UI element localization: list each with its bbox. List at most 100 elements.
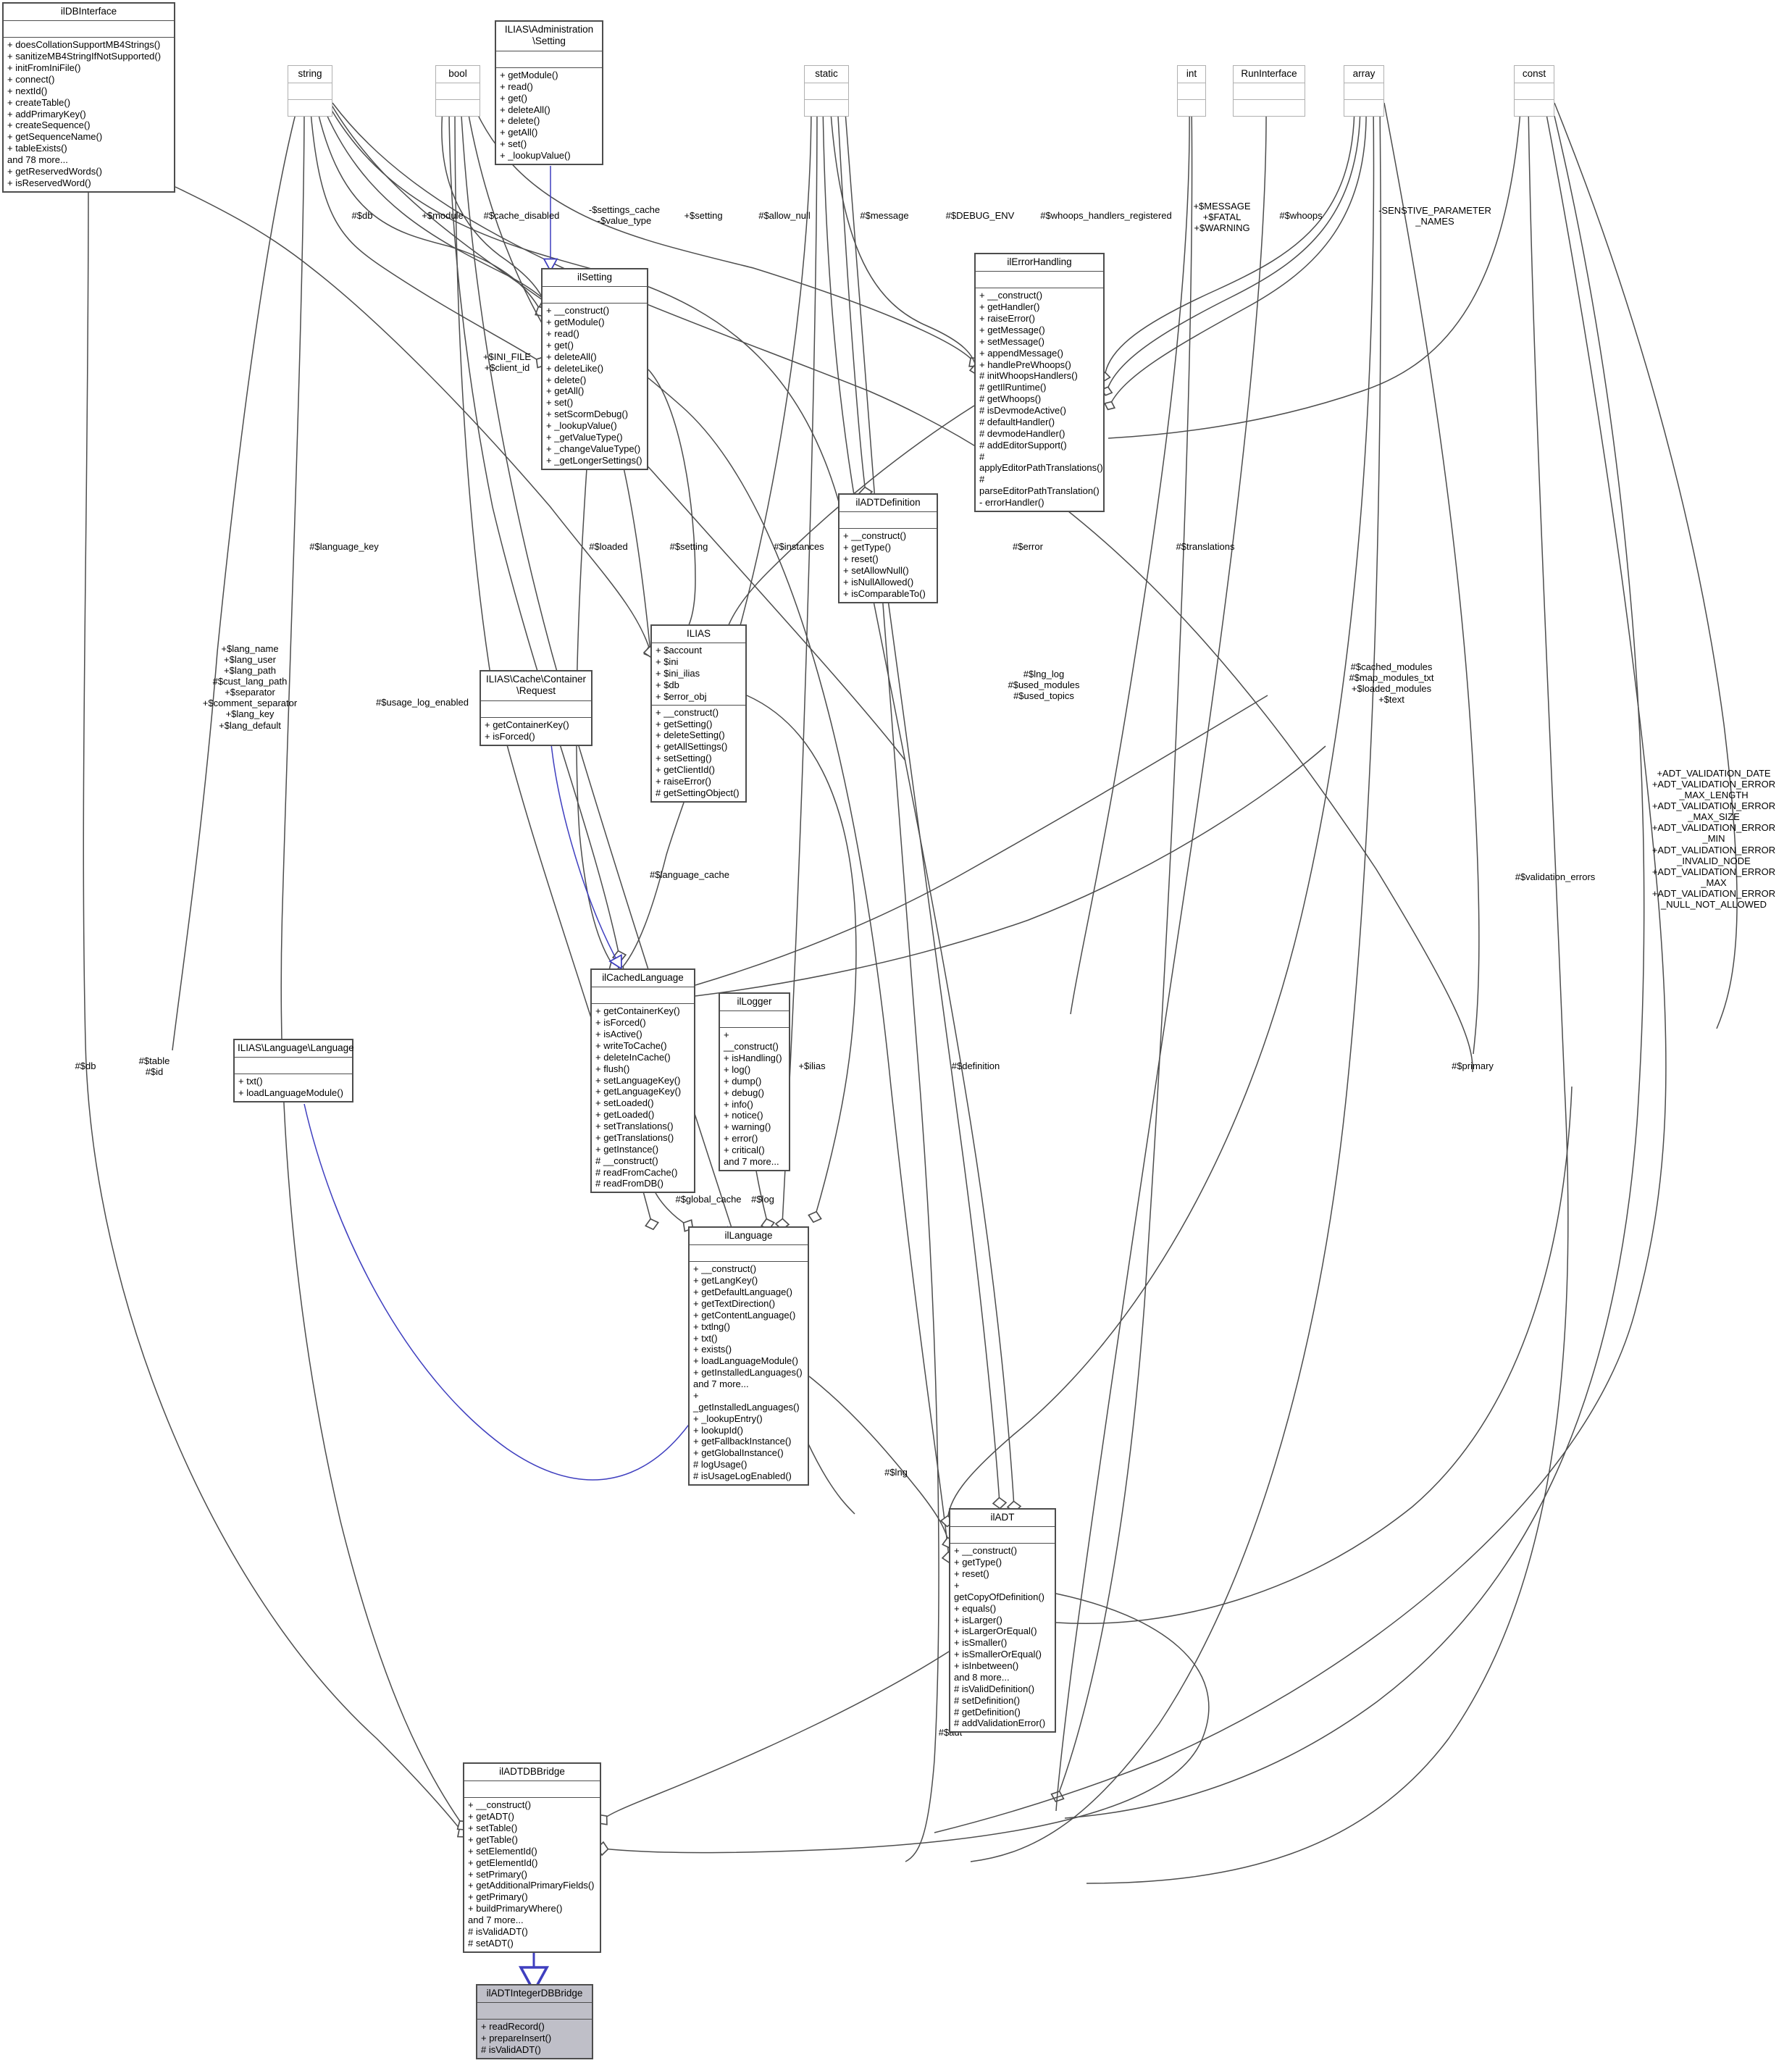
edge-label-ini-file-client-id: +$INI_FILE +$client_id [482,351,532,374]
uml-class-bool[interactable]: bool [435,65,480,117]
uml-class-ilCachedLanguage[interactable]: ilCachedLanguage + getContainerKey() + i… [590,968,695,1194]
divider [436,99,480,101]
class-title: static [815,68,838,79]
uml-class-ilADTDefinition[interactable]: ilADTDefinition + __construct() + getTyp… [838,493,938,603]
class-operations [1344,100,1383,116]
class-operations: + getContainerKey() + isForced() [485,719,569,742]
class-title: ilADTDBBridge [499,1766,565,1777]
uml-class-ilADT[interactable]: ilADT + __construct() + getType() + rese… [949,1508,1056,1733]
class-title: ilCachedLanguage [602,972,684,983]
class-operations: + __construct() + getType() + reset() + … [843,530,926,599]
class-title: ilLogger [737,996,772,1007]
class-title: ILIAS\Cache\Container \Request [485,674,587,697]
edge-label-lng-log: #$lng_log #$used_modules #$used_topics [1008,669,1080,702]
class-attributes [805,83,848,99]
divider [1515,99,1554,101]
class-title: ILIAS\Administration \Setting [504,24,594,47]
edge-label-senstive-parameter-names: -SENSTIVE_PARAMETER _NAMES [1378,205,1491,227]
class-operations [1178,100,1205,116]
class-title: ilADTIntegerDBBridge [486,1988,583,1999]
edge-label-cached-modules: #$cached_modules #$map_modules_txt +$loa… [1349,661,1434,706]
edge-label-loaded: #$loaded [589,541,628,552]
class-attributes [543,287,647,303]
class-title: ilADTDefinition [855,497,921,508]
edge-label-language-cache: #$language_cache [650,869,729,880]
uml-class-ilias-cache-container-request[interactable]: ILIAS\Cache\Container \Request + getCont… [480,670,593,746]
edge-label-debug-env: #$DEBUG_ENV [945,210,1015,221]
uml-class-ilADTIntegerDBBridge[interactable]: ilADTIntegerDBBridge + readRecord() + pr… [476,1984,593,2060]
edge-label-message-fatal-warning: +$MESSAGE +$FATAL +$WARNING [1193,201,1251,234]
edge-label-setting: +$setting [684,210,723,221]
class-attributes [4,21,174,37]
edge-label-whoops-handlers-registered: #$whoops_handlers_registered [1040,210,1172,221]
class-operations [805,100,848,116]
class-title: ilLanguage [724,1230,773,1241]
edge-label-language-key: #$language_key [309,541,379,552]
class-attributes [720,1011,789,1027]
class-operations: + txt() + loadLanguageModule() [238,1076,343,1099]
divider [1234,99,1305,101]
class-operations [436,100,480,116]
uml-class-int[interactable]: int [1177,65,1206,117]
class-title: const [1522,68,1546,79]
class-operations: + __construct() + getModule() + read() +… [546,305,642,466]
class-attributes [288,83,332,99]
divider [477,2019,592,2020]
uml-class-const[interactable]: const [1514,65,1554,117]
edge-label-ilias: +$ilias [798,1060,826,1071]
uml-class-string[interactable]: string [288,65,332,117]
class-attributes [464,1781,600,1797]
class-title: ILIAS [686,628,711,639]
class-attributes [592,987,694,1003]
divider [464,1797,600,1799]
uml-class-ilDBInterface[interactable]: ilDBInterface + doesCollationSupportMB4S… [2,2,175,193]
edge-label-db-left: #$db [75,1060,96,1071]
uml-class-ILIAS[interactable]: ILIAS + $account + $ini + $ini_ilias + $… [650,624,747,803]
class-title: ilADT [990,1512,1015,1523]
edge-label-definition: #$definition [951,1060,1000,1071]
uml-class-ilias-language-language[interactable]: ILIAS\Language\Language + txt() + loadLa… [233,1039,354,1103]
edge-label-settings-cache: -$settings_cache -$value_type [588,204,661,227]
class-attributes [1178,83,1205,99]
class-operations: + __construct() + getADT() + setTable() … [468,1799,595,1949]
class-title: bool [448,68,467,79]
edge-label-db-top: #$db [351,210,373,221]
uml-class-array[interactable]: array [1344,65,1384,117]
class-operations: + readRecord() + prepareInsert() # isVal… [481,2021,552,2056]
class-title: string [298,68,322,79]
uml-class-ilLanguage[interactable]: ilLanguage + __construct() + getLangKey(… [688,1226,809,1486]
edge-label-allow-null: #$allow_null [758,210,811,221]
uml-class-ilias-administration-setting[interactable]: ILIAS\Administration \Setting + getModul… [495,20,603,165]
uml-class-ilSetting[interactable]: ilSetting + __construct() + getModule() … [541,268,648,470]
class-operations: + doesCollationSupportMB4Strings() + san… [7,39,162,188]
class-title: ilErrorHandling [1007,256,1072,267]
divider [1344,99,1383,101]
class-operations: + __construct() + getType() + reset() + … [954,1545,1046,1729]
class-attributes [235,1058,352,1074]
uml-class-ilLogger[interactable]: ilLogger + __construct() + isHandling() … [719,992,790,1171]
uml-class-static[interactable]: static [804,65,849,117]
class-operations: + getModule() + read() + get() + deleteA… [500,69,571,161]
edge-label-error: #$error [1013,541,1043,552]
edge-label-lang-fields: +$lang_name +$lang_user +$lang_path #$cu… [202,643,298,731]
class-title: array [1352,68,1376,79]
edge-label-whoops: #$whoops [1279,210,1323,221]
class-attributes [1344,83,1383,99]
edge-label-cache-disabled: #$cache_disabled [483,210,560,221]
edge-label-module: +$module [422,210,464,221]
class-operations: + __construct() + getHandler() + raiseEr… [979,290,1103,508]
uml-class-runinterface[interactable]: RunInterface [1233,65,1305,117]
class-attributes: + $account + $ini + $ini_ilias + $db + $… [656,645,707,702]
edge-label-adt-validation-constants: +ADT_VALIDATION_DATE +ADT_VALIDATION_ERR… [1651,768,1776,910]
class-attributes [1515,83,1554,99]
class-attributes [690,1245,808,1261]
class-attributes [1234,83,1305,99]
edge-label-log: #$log [751,1194,774,1205]
uml-class-ilADTDBBridge[interactable]: ilADTDBBridge + __construct() + getADT()… [463,1762,601,1953]
divider [1178,99,1205,101]
edge-label-validation-errors: #$validation_errors [1515,871,1596,882]
divider [4,20,174,22]
uml-class-ilErrorHandling[interactable]: ilErrorHandling + __construct() + getHan… [974,253,1105,512]
